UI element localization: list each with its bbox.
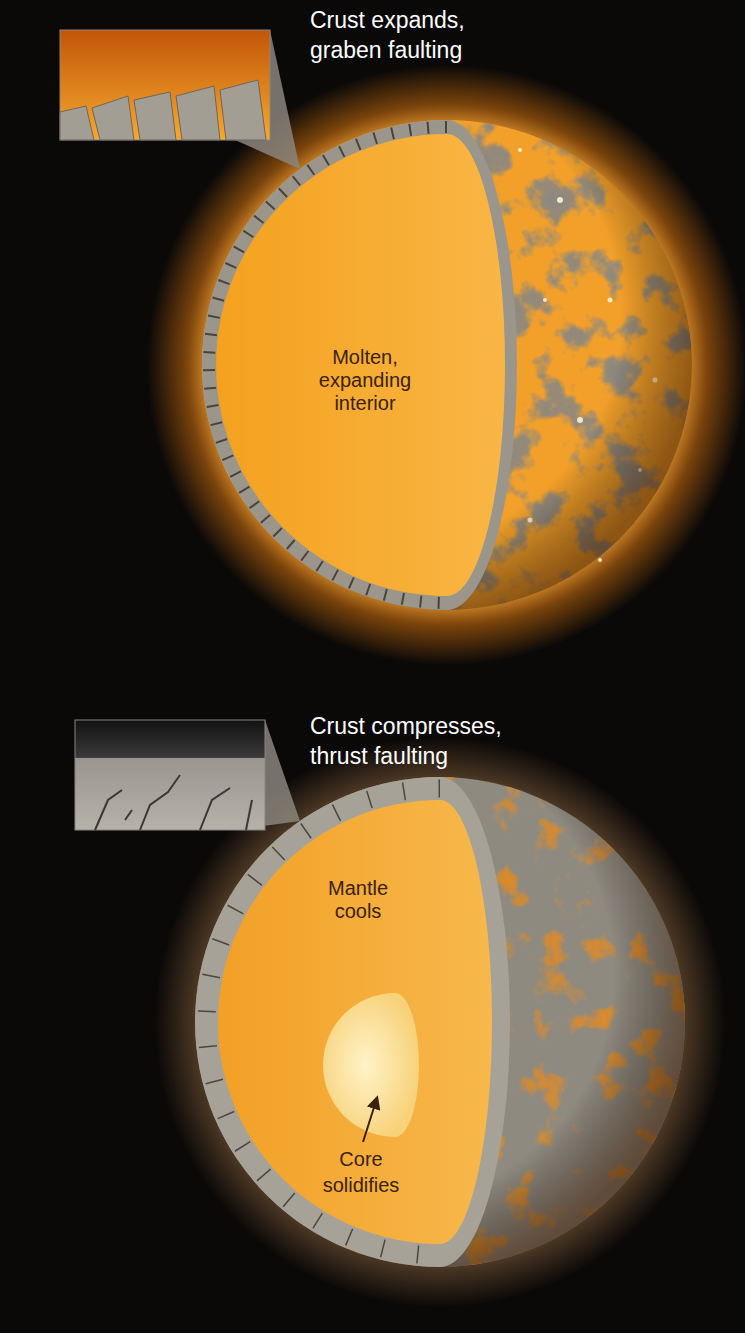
crust-cracks [95,775,252,830]
planet-shading [202,120,692,610]
region-label: Molten, expanding interior [303,346,427,415]
thrust-inset [75,720,265,830]
inset-frame [60,30,270,140]
molten-interior [216,134,505,596]
surface-texture [195,777,685,1267]
planet-surface [195,777,685,1267]
crust-section [202,120,517,610]
core-pointer [363,1098,377,1142]
region-label: Mantle cools [312,877,404,923]
surface-texture [202,120,692,610]
mantle-region: Mantle cools [195,777,685,1267]
crust-blocks [60,80,266,140]
inset-frame [75,720,265,830]
graben-faults [209,127,447,603]
mantle [218,800,492,1244]
graben-inset [60,30,270,140]
callout-label: Crust expands, graben faulting [310,6,494,66]
crust-section [195,777,510,1267]
expanding-planet [147,65,745,665]
thrust-faults [207,789,440,1256]
interior-region: Molten, expanding interior [202,120,692,610]
planet-shading [195,777,685,1267]
callout-label: Core solidifies [305,1146,417,1198]
callout-label: Crust compresses, thrust faulting [310,712,514,772]
planet-glow [147,65,745,665]
planet-surface [202,120,692,610]
